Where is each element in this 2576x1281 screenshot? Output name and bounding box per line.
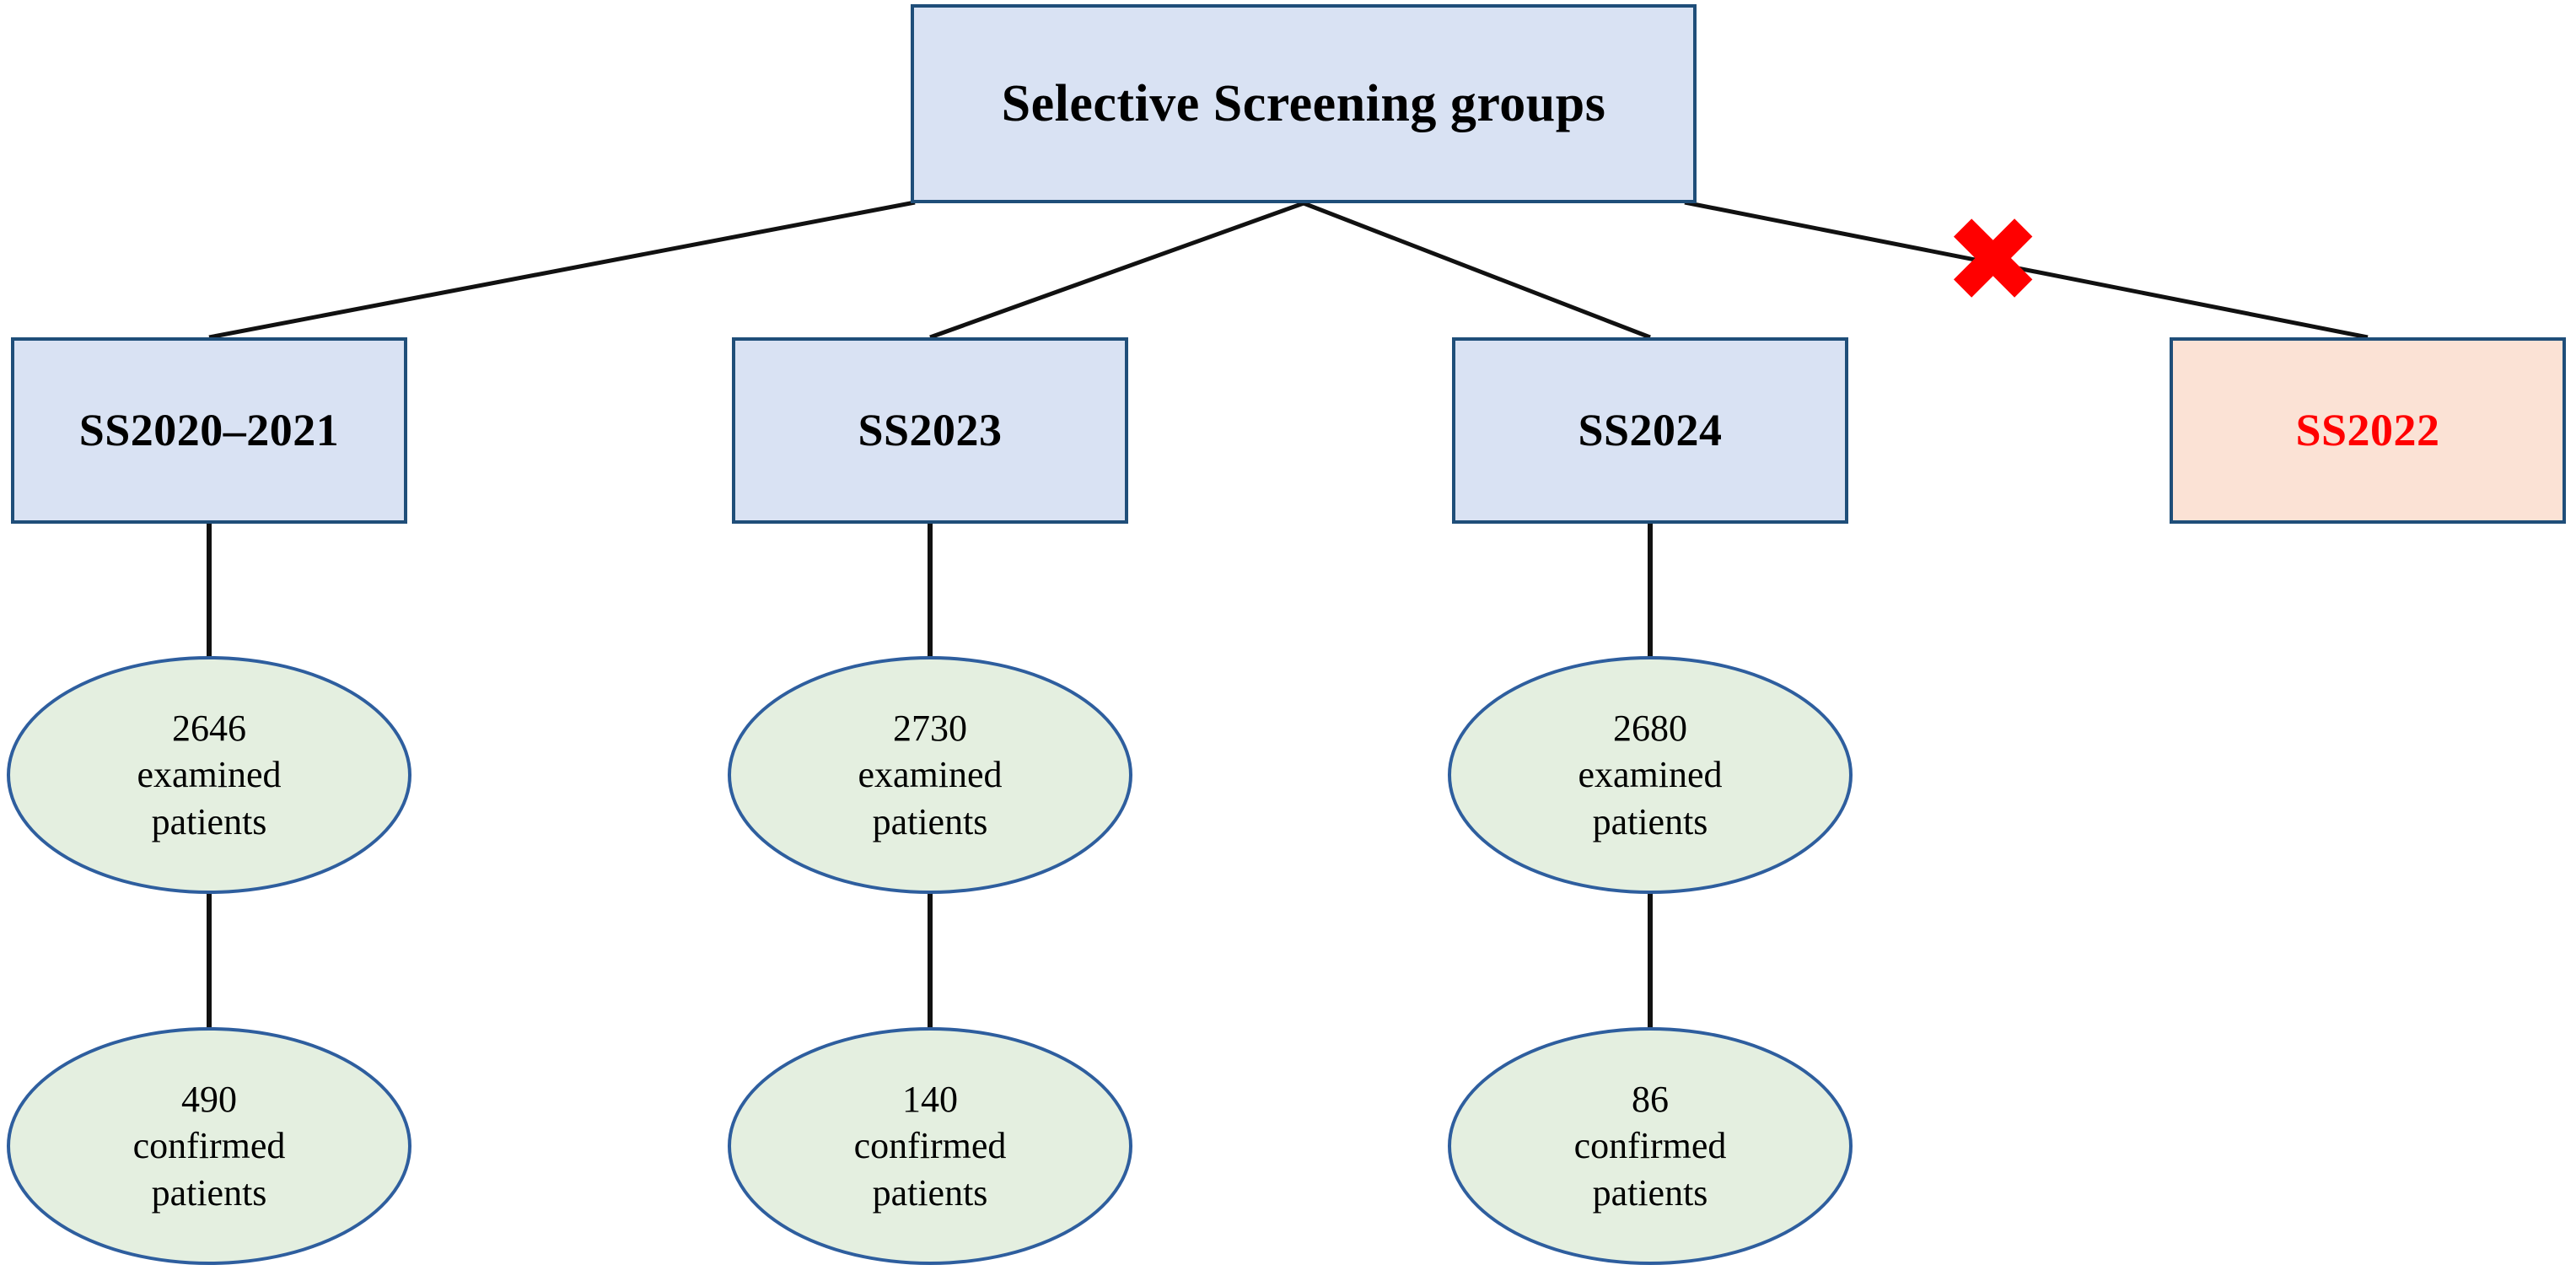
edge-root-to-ss2023 — [929, 201, 1304, 340]
ellipse-confirmed-label: 140 confirmed patients — [854, 1076, 1007, 1216]
ellipse-examined-label: 2646 examined patients — [137, 705, 281, 845]
examined-word: examined — [1578, 754, 1723, 796]
patients-word: patients — [1592, 1171, 1708, 1214]
edge-root-to-ss2024 — [1303, 201, 1651, 340]
patients-word: patients — [872, 800, 988, 842]
group-box-label: SS2023 — [858, 404, 1003, 455]
ellipse-confirmed-ss2020-2021[interactable]: 490 confirmed patients — [7, 1027, 411, 1265]
patients-word: patients — [151, 800, 267, 842]
red-x-glyph: ✖ — [1944, 192, 2043, 330]
ellipse-examined-ss2024[interactable]: 2680 examined patients — [1448, 656, 1853, 894]
group-box-ss2022-excluded[interactable]: SS2022 — [2170, 337, 2566, 524]
examined-count: 2646 — [171, 707, 246, 749]
confirmed-word: confirmed — [132, 1125, 286, 1167]
root-box-label: Selective Screening groups — [1001, 74, 1606, 132]
ellipse-confirmed-ss2024[interactable]: 86 confirmed patients — [1448, 1027, 1853, 1265]
confirmed-count: 86 — [1632, 1078, 1669, 1120]
root-box-selective-screening-groups[interactable]: Selective Screening groups — [911, 4, 1697, 203]
group-box-label: SS2024 — [1578, 404, 1723, 455]
group-box-label: SS2022 — [2295, 404, 2440, 455]
patients-word: patients — [872, 1171, 988, 1214]
confirmed-word: confirmed — [1573, 1125, 1727, 1167]
examined-word: examined — [137, 754, 282, 796]
edge-root-to-ss2020-2021 — [208, 200, 916, 340]
ellipse-examined-label: 2680 examined patients — [1578, 705, 1722, 845]
examined-count: 2680 — [1612, 707, 1687, 749]
ellipse-confirmed-label: 86 confirmed patients — [1574, 1076, 1727, 1216]
confirmed-count: 490 — [181, 1078, 237, 1120]
group-box-ss2024[interactable]: SS2024 — [1452, 337, 1848, 524]
group-box-label: SS2020–2021 — [78, 404, 340, 455]
ellipse-examined-ss2023[interactable]: 2730 examined patients — [728, 656, 1132, 894]
ellipse-confirmed-label: 490 confirmed patients — [133, 1076, 286, 1216]
ellipse-confirmed-ss2023[interactable]: 140 confirmed patients — [728, 1027, 1132, 1265]
red-x-exclusion-mark: ✖ — [1944, 202, 2042, 320]
confirmed-count: 140 — [902, 1078, 958, 1120]
ellipse-examined-ss2020-2021[interactable]: 2646 examined patients — [7, 656, 411, 894]
group-box-ss2020-2021[interactable]: SS2020–2021 — [11, 337, 407, 524]
examined-count: 2730 — [892, 707, 967, 749]
ellipse-examined-label: 2730 examined patients — [858, 705, 1002, 845]
patients-word: patients — [151, 1171, 267, 1214]
confirmed-word: confirmed — [853, 1125, 1007, 1167]
examined-word: examined — [858, 754, 1003, 796]
patients-word: patients — [1592, 800, 1708, 842]
group-box-ss2023[interactable]: SS2023 — [732, 337, 1128, 524]
